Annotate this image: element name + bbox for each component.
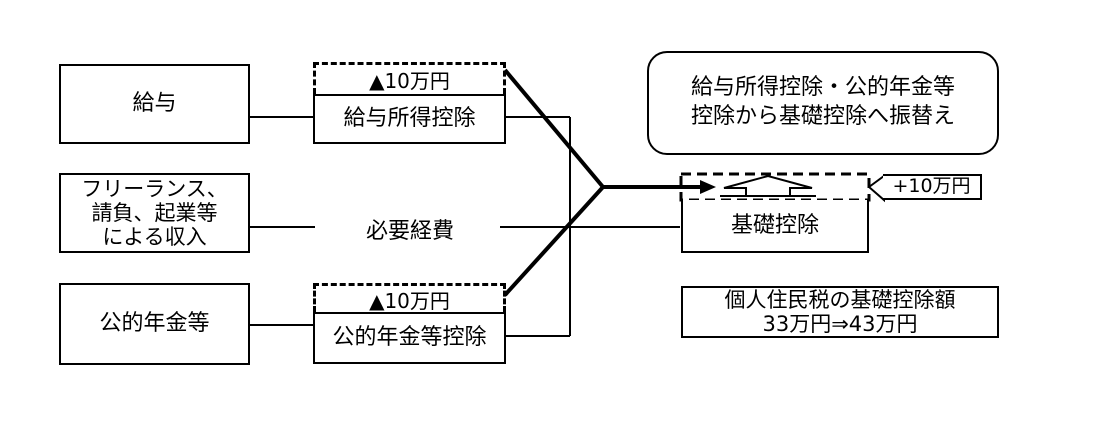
- salary-box: 給与: [59, 64, 250, 144]
- pension-reduction-dashed-box: ▲10万円: [313, 283, 506, 313]
- up-arrow-icon: [720, 174, 816, 197]
- pension-deduction-box: 公的年金等控除: [313, 312, 506, 364]
- freelance-box: フリーランス、 請負、起業等 による収入: [59, 173, 250, 253]
- freelance-label: フリーランス、 請負、起業等 による収入: [81, 176, 228, 250]
- pension-box: 公的年金等: [59, 283, 250, 365]
- salary-deduction-box: 給与所得控除: [313, 94, 506, 144]
- transfer-note-box: 給与所得控除・公的年金等 控除から基礎控除へ振替え: [647, 51, 999, 155]
- expenses-label: 必要経費: [330, 213, 490, 245]
- basic-deduction-label: 基礎控除: [730, 212, 819, 238]
- salary-reduction-label: ▲10万円: [369, 69, 450, 93]
- pension-deduction-label: 公的年金等控除: [332, 325, 487, 351]
- summary-text: 個人住民税の基礎控除額 33万円⇒43万円: [724, 287, 956, 336]
- salary-label: 給与: [132, 91, 177, 117]
- summary-box: 個人住民税の基礎控除額 33万円⇒43万円: [681, 286, 999, 338]
- transfer-note-text: 給与所得控除・公的年金等 控除から基礎控除へ振替え: [690, 75, 955, 129]
- transfer-line-pension: [503, 185, 605, 297]
- pension-label: 公的年金等: [99, 311, 210, 337]
- salary-deduction-label: 給与所得控除: [343, 106, 476, 132]
- salary-reduction-dashed-box: ▲10万円: [313, 62, 506, 94]
- basic-increase-callout: +10万円: [883, 174, 982, 200]
- basic-deduction-box: 基礎控除: [681, 200, 869, 253]
- transfer-line-salary: [503, 68, 605, 189]
- transfer-arrowhead: [700, 180, 716, 194]
- basic-increase-label: +10万円: [892, 175, 971, 198]
- callout-pointer: [867, 174, 885, 203]
- pension-reduction-label: ▲10万円: [369, 288, 450, 313]
